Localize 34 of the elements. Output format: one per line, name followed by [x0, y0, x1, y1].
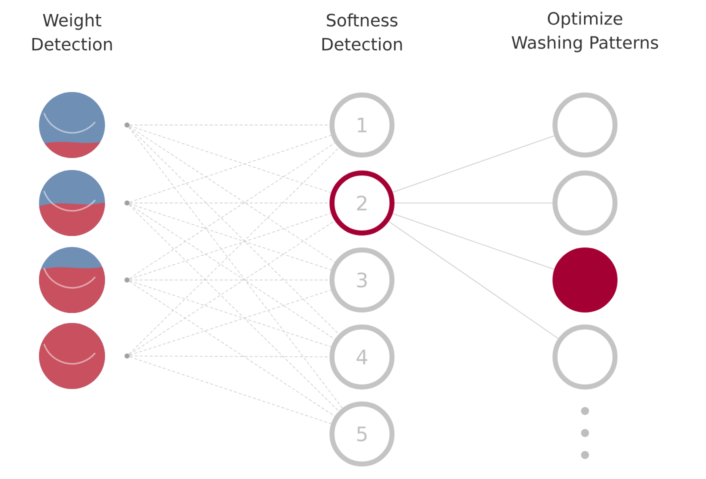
line — [392, 135, 555, 193]
empty-circle — [552, 170, 618, 236]
dashed-line — [129, 212, 332, 280]
line — [392, 213, 555, 270]
dashed-line — [129, 126, 332, 194]
dashed-line — [129, 356, 330, 358]
dashed-line — [128, 281, 336, 417]
laundry-drum-picture — [39, 92, 105, 158]
column-heading: Optimize Washing Patterns — [512, 12, 658, 52]
dashed-line — [129, 134, 332, 202]
dashed-line — [128, 147, 340, 354]
filled-circle — [552, 248, 618, 312]
dashed-line — [129, 202, 330, 204]
column-heading: Softness Detection — [322, 13, 402, 51]
column-heading: Weight Detection — [32, 13, 112, 51]
empty-circle — [552, 324, 618, 390]
laundry-drum-picture — [39, 247, 105, 313]
line — [394, 202, 553, 204]
dashed-line — [128, 126, 340, 335]
laundry-drum-picture — [39, 323, 105, 389]
dashed-line — [128, 204, 336, 340]
dashed-line — [128, 204, 340, 412]
laundry-drum-picture — [39, 170, 105, 236]
dashed-line — [128, 142, 336, 279]
dashed-line — [129, 356, 332, 424]
dashed-line — [128, 220, 336, 355]
dashed-line — [129, 290, 332, 356]
dashed-line — [129, 203, 332, 270]
dashed-line — [128, 126, 343, 408]
dashed-line — [128, 126, 336, 262]
empty-circle — [552, 92, 618, 158]
dashed-line — [129, 280, 332, 348]
dashed-line — [129, 124, 330, 126]
line — [388, 221, 559, 339]
